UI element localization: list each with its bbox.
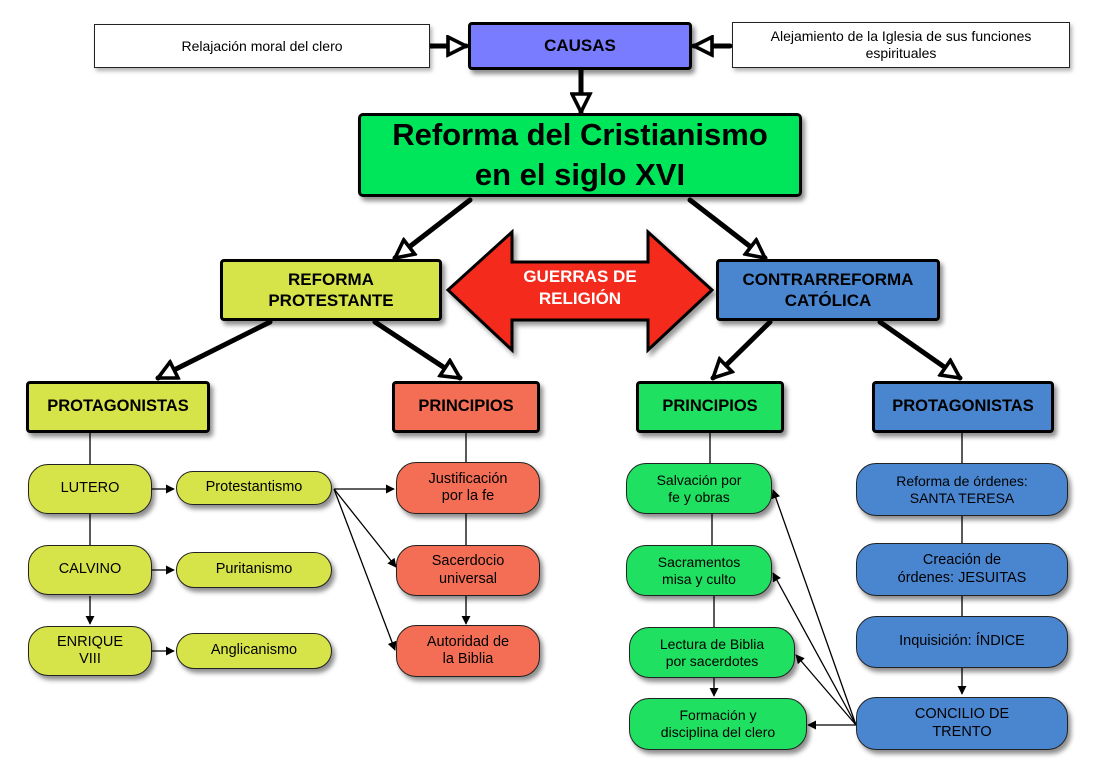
doctrine-puritanism-label: Puritanismo — [215, 561, 293, 578]
principle-sacraments: Sacramentos misa y culto — [626, 545, 772, 596]
arrow-protestantism-authority — [333, 488, 397, 651]
principle-bible-reading: Lectura de Biblia por sacerdotes — [629, 627, 795, 678]
protagonist-trento: CONCILIO DE TRENTO — [856, 697, 1068, 750]
protagonist-calvino-label: CALVINO — [58, 561, 122, 578]
cause-right-label: Alejamiento de la Iglesia de sus funcion… — [770, 28, 1032, 61]
catholic-protagonists-title: PROTAGONISTAS — [892, 397, 1034, 416]
principle-formation: Formación y disciplina del clero — [629, 698, 807, 750]
doctrine-anglicanism: Anglicanismo — [176, 633, 332, 669]
arrow-main-to-catholic — [687, 197, 765, 261]
protestant-protagonists-title: PROTAGONISTAS — [47, 397, 189, 416]
protagonist-lutero-label: LUTERO — [60, 480, 120, 497]
cause-left-box: Relajación moral del clero — [94, 24, 430, 68]
principle-salvation-label: Salvación por fe y obras — [656, 471, 742, 505]
wars-double-arrow — [445, 228, 715, 354]
causes-title: CAUSAS — [544, 35, 616, 55]
protestant-title: REFORMA PROTESTANTE — [268, 269, 394, 310]
arrow-catholic-to-protagonists — [877, 319, 960, 381]
principle-sacraments-label: Sacramentos misa y culto — [657, 553, 741, 587]
protagonist-inquisicion: Inquisición: ÍNDICE — [856, 616, 1068, 668]
arrow-protestantism-priesthood — [333, 488, 397, 568]
doctrine-protestantism-label: Protestantismo — [205, 479, 303, 496]
wars-label: GUERRAS DE RELIGIÓN — [523, 267, 637, 309]
catholic-title: CONTRARREFORMA CATÓLICA — [742, 269, 914, 310]
catholic-principles-title: PRINCIPIOS — [662, 397, 758, 416]
catholic-principles-node: PRINCIPIOS — [636, 381, 784, 433]
principle-priesthood-label: Sacerdocio universal — [431, 553, 505, 587]
protagonist-trento-label: CONCILIO DE TRENTO — [914, 706, 1010, 740]
protestant-principles-node: PRINCIPIOS — [392, 381, 540, 433]
doctrine-protestantism: Protestantismo — [176, 471, 332, 505]
arrow-trento-reading — [795, 654, 857, 726]
principle-formation-label: Formación y disciplina del clero — [660, 707, 776, 740]
protagonist-lutero: LUTERO — [28, 464, 152, 514]
principle-authority-label: Autoridad de la Biblia — [426, 633, 510, 667]
principle-authority: Autoridad de la Biblia — [396, 625, 540, 677]
protagonist-enrique: ENRIQUE VIII — [28, 626, 152, 676]
protagonist-santa-teresa: Reforma de órdenes: SANTA TERESA — [856, 463, 1068, 516]
protestant-protagonists-node: PROTAGONISTAS — [26, 381, 210, 433]
protestant-principles-title: PRINCIPIOS — [418, 397, 514, 416]
protagonist-inquisicion-label: Inquisición: ÍNDICE — [899, 633, 1025, 650]
arrow-protestant-to-principles — [372, 319, 460, 381]
causes-node: CAUSAS — [468, 22, 692, 70]
arrow-trento-sacraments — [772, 572, 857, 726]
main-title-node: Reforma del Cristianismo en el siglo XVI — [358, 113, 802, 197]
arrow-trento-salvation — [771, 489, 857, 726]
principle-salvation: Salvación por fe y obras — [626, 463, 772, 514]
protagonist-enrique-label: ENRIQUE VIII — [56, 633, 124, 667]
main-title: Reforma del Cristianismo en el siglo XVI — [392, 117, 768, 192]
arrow-protestant-to-protagonists — [158, 319, 273, 381]
protagonist-jesuitas-label: Creación de órdenes: JESUITAS — [897, 552, 1027, 586]
arrow-main-to-protestant — [395, 197, 473, 261]
principle-justification-label: Justificación por la fe — [428, 470, 508, 504]
protagonist-santa-teresa-label: Reforma de órdenes: SANTA TERESA — [896, 472, 1028, 506]
arrow-catholic-to-principles — [713, 319, 773, 378]
principle-justification: Justificación por la fe — [396, 462, 540, 514]
catholic-protagonists-node: PROTAGONISTAS — [872, 381, 1054, 433]
cause-left-label: Relajación moral del clero — [181, 37, 343, 54]
catholic-node: CONTRARREFORMA CATÓLICA — [716, 259, 940, 321]
protagonist-calvino: CALVINO — [28, 545, 152, 595]
protagonist-jesuitas: Creación de órdenes: JESUITAS — [856, 543, 1068, 596]
protestant-node: REFORMA PROTESTANTE — [220, 259, 442, 321]
cause-right-box: Alejamiento de la Iglesia de sus funcion… — [732, 22, 1070, 68]
principle-bible-reading-label: Lectura de Biblia por sacerdotes — [659, 635, 765, 669]
principle-priesthood: Sacerdocio universal — [396, 545, 540, 596]
doctrine-anglicanism-label: Anglicanismo — [210, 642, 298, 659]
doctrine-puritanism: Puritanismo — [176, 552, 332, 588]
